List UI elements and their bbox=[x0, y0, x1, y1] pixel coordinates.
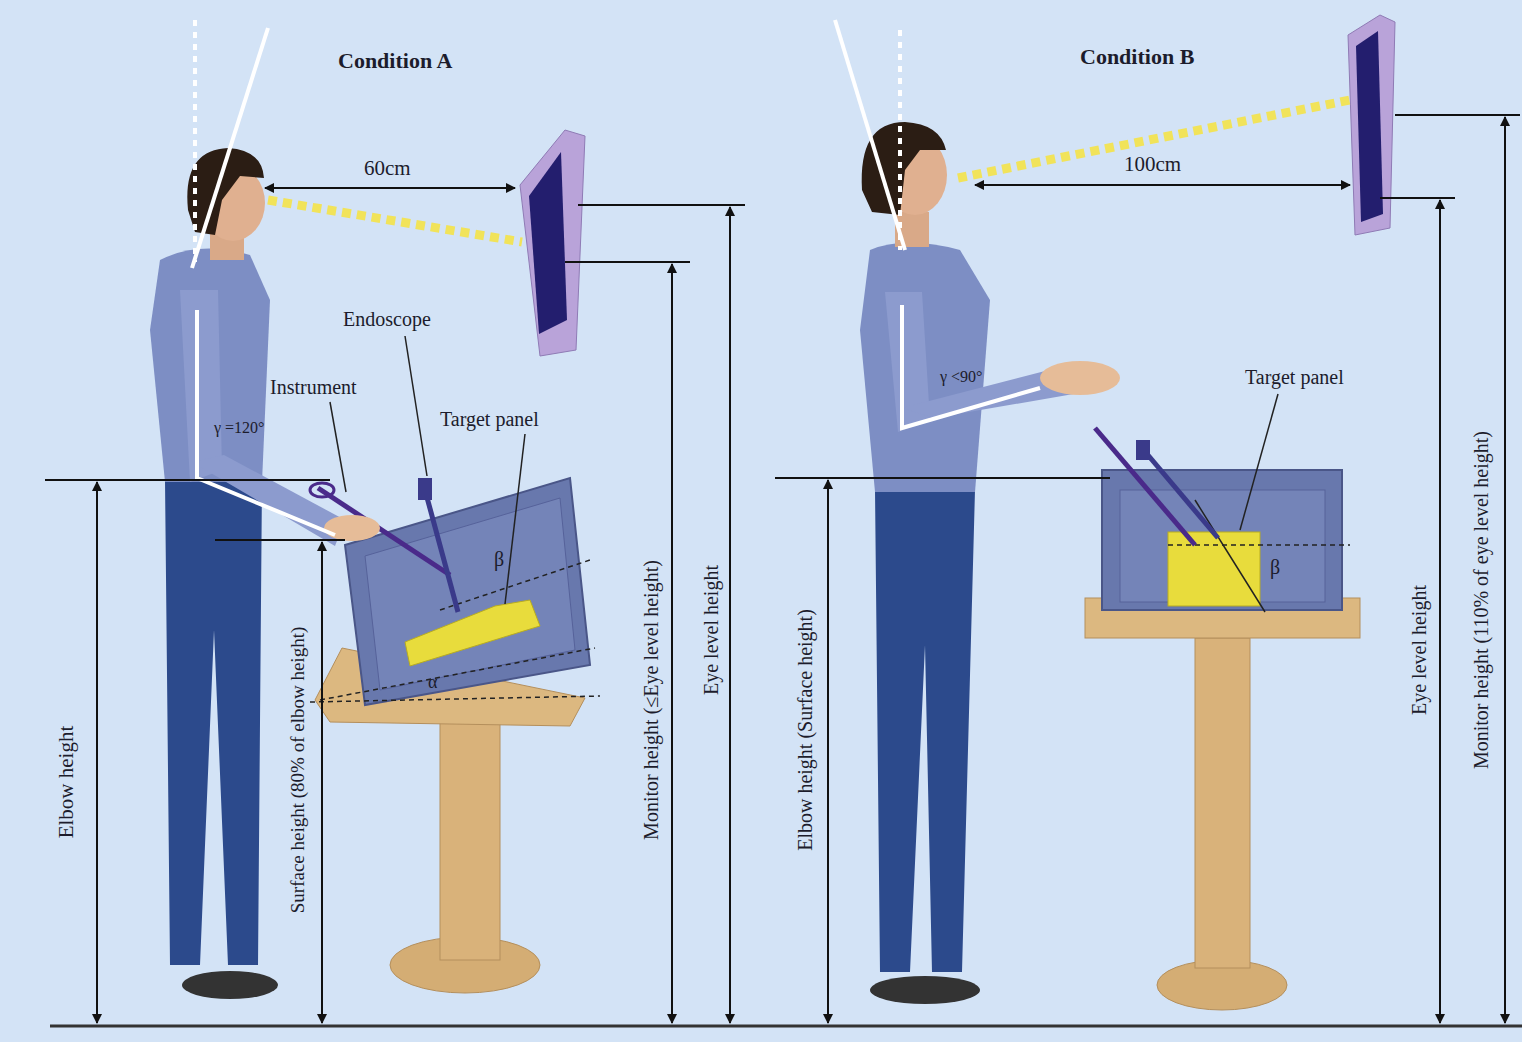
forearm bbox=[192, 455, 345, 546]
target-panel bbox=[1168, 532, 1260, 606]
dimension-arrow bbox=[265, 187, 515, 189]
reference-line bbox=[565, 261, 690, 263]
dimension-text: Eye level height bbox=[700, 565, 723, 695]
endoscope-head bbox=[418, 478, 432, 500]
instrument bbox=[1095, 428, 1195, 545]
dimension-arrow bbox=[96, 482, 98, 1023]
reference-line bbox=[1380, 197, 1455, 199]
dimension-arrow bbox=[671, 264, 673, 1023]
part-label: Instrument bbox=[270, 376, 357, 399]
monitor-frame bbox=[520, 130, 585, 356]
endoscope bbox=[425, 490, 458, 612]
upper-arm bbox=[180, 290, 222, 482]
angle-label: γ <90° bbox=[940, 368, 983, 386]
sight-line bbox=[958, 100, 1350, 178]
leader-line bbox=[405, 336, 427, 476]
neck-angle-line bbox=[835, 20, 905, 250]
vertical-reference bbox=[193, 20, 197, 262]
leader-line bbox=[330, 402, 346, 492]
leader-line bbox=[1240, 394, 1278, 530]
endoscope bbox=[1142, 448, 1218, 538]
table-pole bbox=[440, 705, 500, 960]
reference-line bbox=[1395, 114, 1520, 116]
shoe bbox=[870, 976, 980, 1004]
simulator-inner bbox=[365, 498, 575, 690]
reference-line bbox=[45, 479, 330, 481]
dimension-arrow bbox=[321, 542, 323, 1023]
neck-angle-line bbox=[192, 28, 268, 268]
part-label: Target panel bbox=[440, 408, 539, 431]
dimension-arrow bbox=[827, 480, 829, 1023]
part-label: Endoscope bbox=[343, 308, 431, 331]
dimension-text: Surface height (80% of elbow height) bbox=[287, 627, 309, 914]
shoe bbox=[182, 971, 278, 999]
arm-angle-line bbox=[197, 310, 335, 535]
angle-label: β bbox=[494, 548, 504, 571]
table-pole bbox=[1195, 638, 1250, 968]
angle-line bbox=[1195, 500, 1265, 612]
monitor-screen bbox=[1356, 31, 1383, 222]
torso bbox=[150, 249, 270, 482]
dimension-text: Elbow height bbox=[54, 726, 78, 839]
dimension-arrow bbox=[975, 184, 1350, 186]
angle-label: γ =120° bbox=[214, 419, 265, 437]
condition-title: Condition A bbox=[338, 48, 452, 73]
endoscope-head bbox=[1136, 440, 1150, 460]
angle-line bbox=[310, 696, 600, 702]
dimension-text: 60cm bbox=[364, 156, 411, 180]
monitor-screen bbox=[529, 152, 567, 334]
reference-line bbox=[215, 539, 345, 541]
dimension-text: 100cm bbox=[1124, 152, 1181, 176]
ground-line bbox=[50, 1025, 1522, 1028]
condition-title: Condition B bbox=[1080, 44, 1194, 69]
instrument-handle bbox=[310, 483, 334, 497]
simulator-box bbox=[345, 478, 590, 705]
target-panel bbox=[405, 600, 540, 666]
arm-angle-line bbox=[902, 305, 1040, 428]
simulator-box bbox=[1102, 470, 1342, 610]
dimension-arrow bbox=[1504, 117, 1506, 1023]
dimension-text: Monitor height (110% of eye level height… bbox=[1470, 431, 1493, 769]
sight-line bbox=[268, 200, 522, 242]
hand bbox=[1040, 361, 1120, 395]
dimension-arrow bbox=[1439, 200, 1441, 1023]
vertical-reference bbox=[898, 30, 902, 250]
leader-line bbox=[505, 434, 525, 604]
hand bbox=[324, 515, 380, 541]
torso bbox=[860, 243, 990, 493]
angle-line bbox=[440, 560, 590, 610]
hair bbox=[862, 122, 946, 215]
angle-label: β bbox=[1270, 556, 1280, 579]
monitor-frame bbox=[1348, 15, 1395, 235]
part-label: Target panel bbox=[1245, 366, 1344, 389]
angle-label: α bbox=[428, 672, 437, 693]
trousers bbox=[875, 490, 975, 972]
dimension-text: Monitor height (≤Eye level height) bbox=[640, 560, 663, 840]
angle-line bbox=[320, 648, 595, 700]
reference-line bbox=[775, 477, 1110, 479]
dimension-arrow bbox=[729, 207, 731, 1023]
dimension-text: Eye level height bbox=[1408, 585, 1431, 715]
trousers bbox=[165, 480, 262, 965]
reference-line bbox=[578, 204, 745, 206]
dimension-text: Elbow height (Surface height) bbox=[794, 609, 817, 851]
